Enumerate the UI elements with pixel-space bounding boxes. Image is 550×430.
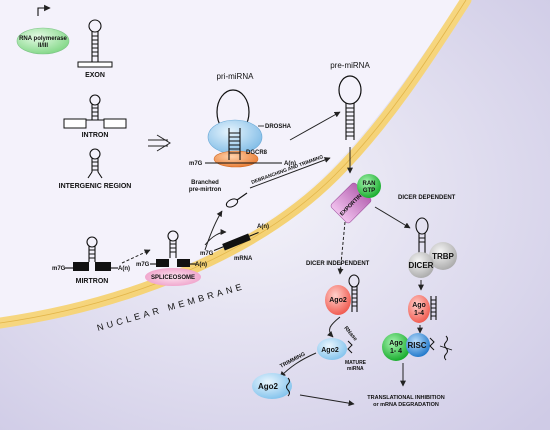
pre-mirna-hairpin: pre-miRNA	[330, 61, 370, 140]
arrow-to-dicer	[374, 206, 411, 229]
spliceosome-label: SPLICEOSOME	[151, 275, 195, 281]
arrow-to-pri-mirna	[148, 134, 171, 152]
branched-label-2: pre-mirtron	[189, 187, 222, 193]
mrna-m7g: m7G	[200, 251, 214, 257]
mirtron-label: MIRTRON	[76, 278, 109, 285]
ago-1-4: Ago 1-4	[408, 295, 437, 323]
arrow-rnase	[327, 316, 341, 338]
mature-label-1: MATURE	[345, 360, 367, 366]
arrow-mirtron-to-splice	[121, 249, 151, 264]
pre-mirna-label: pre-miRNA	[330, 61, 370, 70]
mature-label-2: miRNA	[347, 366, 364, 372]
exon-label: EXON	[85, 72, 105, 79]
outcome-label-2: or mRNA DEGRADATION	[373, 402, 439, 408]
ago14-label: Ago	[412, 302, 426, 309]
mrna-an: A(n)	[257, 224, 269, 230]
outcome-label-1: TRANSLATIONAL INHIBITION	[367, 395, 444, 401]
dicer-protein	[408, 252, 434, 278]
mrna-label: mRNA	[234, 256, 253, 262]
dgcr8-label: DGCR8	[246, 150, 268, 156]
trbp-protein	[429, 242, 457, 270]
drosha-label: DROSHA	[265, 124, 292, 130]
ago2-bottom-label: Ago2	[258, 382, 279, 391]
intron-hairpin: INTRON	[63, 94, 127, 139]
arrow-ago2-to-outcome	[299, 394, 355, 407]
mirtron-an: A(n)	[118, 266, 130, 272]
arrow-pri-to-pre	[289, 111, 341, 141]
arrow-to-ago2	[337, 221, 346, 275]
pri-an-label: A(n)	[284, 161, 296, 167]
ago2-mid-label: Ago2	[321, 347, 339, 354]
dicer-independent-label: DICER INDEPENDENT	[306, 261, 370, 267]
pri-mirna-label: pri-miRNA	[217, 72, 255, 81]
risc-ago-label: Ago	[389, 340, 403, 347]
ago2-mid: Ago2 MATURE miRNA	[317, 338, 367, 372]
dicer-complex: TRBP DICER	[408, 217, 457, 278]
gtp-label: GTP	[363, 188, 375, 194]
intron-label: INTRON	[82, 132, 109, 139]
exon-hairpin: EXON	[77, 19, 113, 79]
trbp-label: TRBP	[432, 252, 454, 261]
splice-m7g: m7G	[136, 262, 150, 268]
risc-label: RISC	[407, 341, 426, 350]
spliceosome-body	[145, 268, 201, 286]
pri-mirna-complex: pri-miRNA DROSHA DGCR8 m7G A(n)	[189, 72, 296, 168]
arrow-debranching	[249, 157, 331, 189]
rna-polymerase-label: RNA polymerase	[19, 36, 67, 42]
ran-gtp	[357, 174, 381, 198]
pri-m7g-label: m7G	[189, 161, 203, 167]
ago2-bottom: Ago2	[252, 373, 292, 399]
exportin-complex: EXPORTIN RAN GTP	[330, 174, 381, 224]
rna-polymerase: RNA polymerase II/III	[16, 4, 70, 55]
mirtron-m7g: m7G	[52, 266, 66, 272]
risc-complex: Ago 1- 4 RISC	[382, 333, 453, 361]
branched-label-1: Branched	[191, 180, 219, 186]
arrow-splice-to-branched	[204, 210, 223, 251]
dicer-dependent-label: DICER DEPENDENT	[398, 195, 456, 201]
ago14-sub: 1-4	[414, 310, 424, 317]
ran-label: RAN	[363, 181, 376, 187]
rna-polymerase-type: II/III	[38, 43, 48, 49]
spliced-mrna: m7G A(n) mRNA	[200, 224, 269, 262]
arrow-trimming	[279, 352, 317, 378]
intergenic-label: INTERGENIC REGION	[59, 183, 132, 190]
ago2-top: Ago2	[325, 274, 360, 315]
arrow-splice-to-mrna	[204, 229, 227, 246]
ago2-top-label: Ago2	[329, 297, 347, 304]
splice-an: A(n)	[195, 262, 207, 268]
spliceosome-complex: m7G A(n) SPLICEOSOME	[136, 230, 207, 286]
risc-ago-sub: 1- 4	[390, 348, 402, 355]
mirtron: m7G A(n) MIRTRON	[52, 236, 130, 285]
branched-pre-mirtron: Branched pre-mirtron	[189, 180, 248, 208]
dicer-label: DICER	[409, 261, 434, 270]
intergenic-hairpin: INTERGENIC REGION	[59, 148, 132, 190]
